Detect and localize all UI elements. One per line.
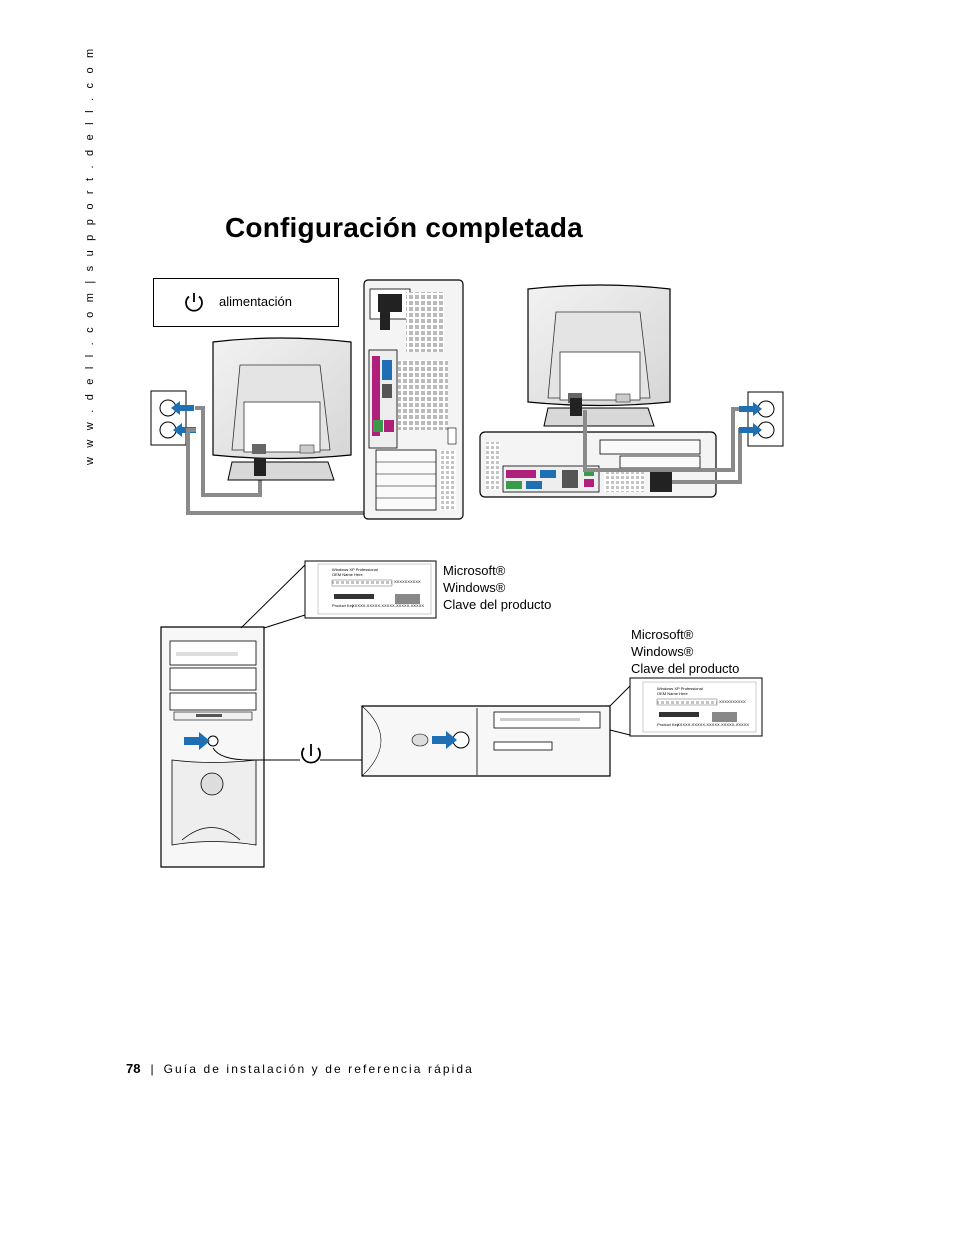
product-key-label-tower-line1: Microsoft® <box>443 563 506 578</box>
tower-front <box>160 626 265 868</box>
monitor-back-right <box>527 284 671 427</box>
product-key-sticker-tower: Windows XP Professional OEM Name Here XX… <box>304 560 437 619</box>
desktop-back <box>479 431 717 498</box>
legend-box: alimentación <box>153 278 339 327</box>
legend-label: alimentación <box>219 294 292 309</box>
wall-outlet-left <box>150 390 187 446</box>
arrow-right-outlet-1 <box>739 402 762 416</box>
sticker-tower-title-2: OEM Name Here <box>332 572 363 577</box>
sticker-tower-title-1: Windows XP Professional <box>332 567 378 572</box>
monitor-back-left <box>212 337 352 481</box>
product-key-label-tower: Microsoft® Windows® Clave del producto <box>443 562 551 613</box>
product-key-label-tower-line2: Windows® <box>443 580 506 595</box>
sticker-tower-key-label: Product Key <box>332 603 354 608</box>
arrow-left-outlet-1 <box>171 401 194 415</box>
arrow-right-outlet-2 <box>739 423 762 437</box>
page-number: 78 <box>126 1061 141 1076</box>
product-key-label-desktop: Microsoft® Windows® Clave del producto <box>631 626 739 677</box>
page-title: Configuración completada <box>225 212 583 243</box>
footer-separator: | <box>150 1062 154 1076</box>
product-key-label-desktop-line2: Windows® <box>631 644 694 659</box>
product-key-sticker-desktop: Windows XP Professional OEM Name Here XX… <box>629 677 763 737</box>
sticker-desktop-title-2: OEM Name Here <box>657 691 688 696</box>
sticker-desktop-serial: XXXXXXXXXX <box>719 699 746 704</box>
product-key-label-tower-line3: Clave del producto <box>443 597 552 612</box>
sticker-tower-key-value: XXXXX-XXXXX-XXXXX-XXXXX-XXXXX <box>352 603 424 608</box>
arrow-tower-power <box>184 732 210 750</box>
power-icon-center <box>301 744 321 764</box>
cable-monitor-power-left <box>195 406 262 497</box>
desktop-front <box>361 705 611 777</box>
sticker-desktop-key-label: Product Key <box>657 722 679 727</box>
sticker-desktop-key-value: XXXXX-XXXXX-XXXXX-XXXXX-XXXXX <box>677 722 749 727</box>
sticker-tower-serial: XXXXXXXXXX <box>394 579 421 584</box>
power-icon <box>185 293 203 312</box>
doc-title: Guía de instalación y de referencia rápi… <box>163 1062 474 1076</box>
arrow-left-outlet-2 <box>173 423 196 437</box>
cable-monitor-power-right <box>583 407 744 472</box>
product-key-label-desktop-line1: Microsoft® <box>631 627 694 642</box>
product-key-label-desktop-line3: Clave del producto <box>631 661 740 676</box>
arrow-desktop-power <box>432 731 457 749</box>
wall-outlet-right <box>747 391 784 447</box>
sticker-desktop-title-1: Windows XP Professional <box>657 686 703 691</box>
page-footer: 78 | Guía de instalación y de referencia r… <box>126 1061 474 1076</box>
tower-back <box>363 279 464 520</box>
